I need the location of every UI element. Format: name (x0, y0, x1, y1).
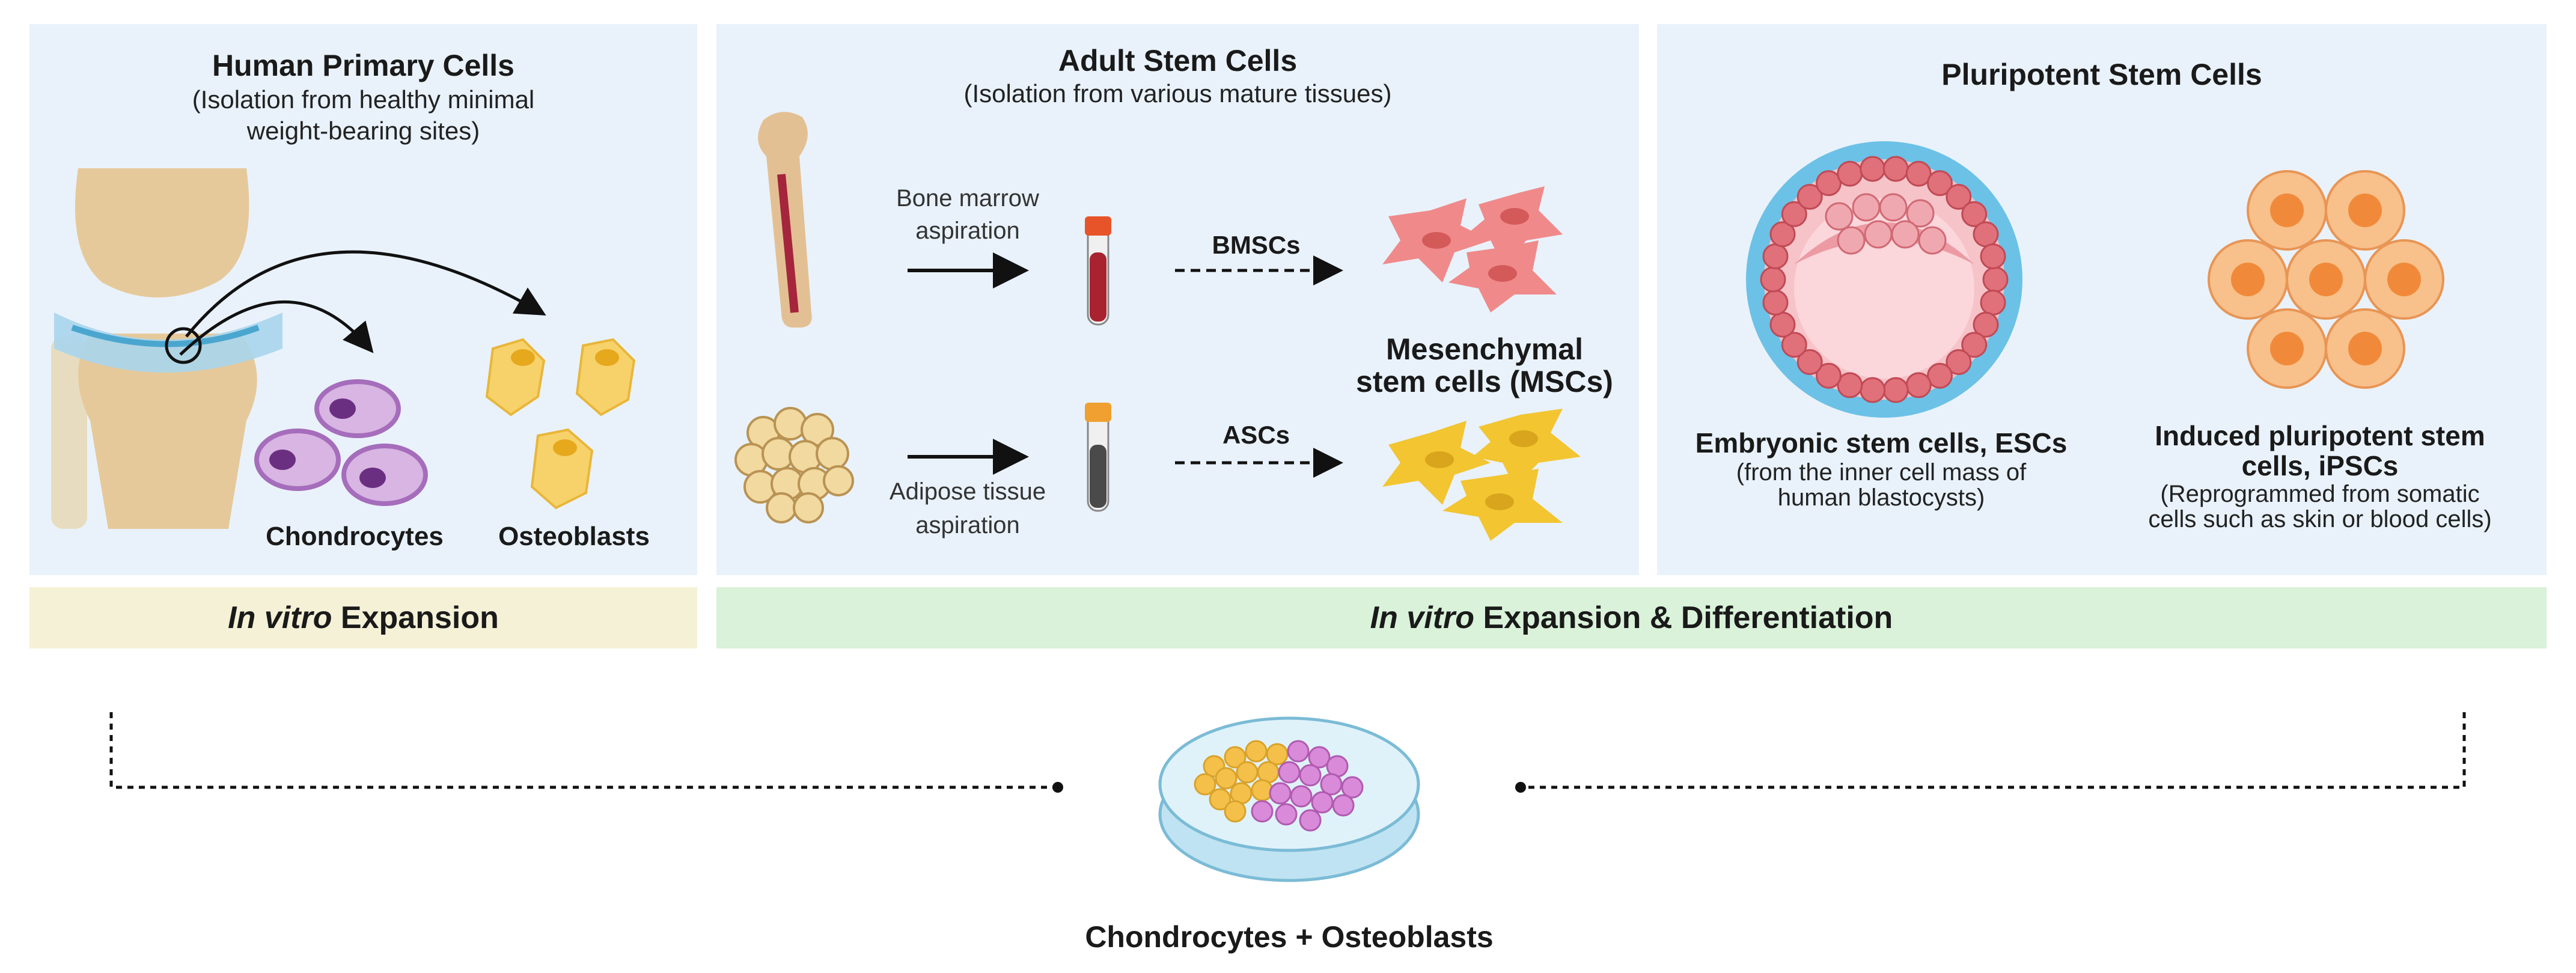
adipose-tube-icon (1085, 403, 1111, 512)
blastocyst-cell (1973, 221, 1999, 248)
adult-stem-cells-subtitle: (Isolation from various mature tissues) (963, 79, 1392, 108)
blastocyst-cell (1760, 266, 1786, 293)
blastocyst-cell (1961, 201, 1988, 227)
blastocyst-cell (1816, 170, 1842, 197)
blastocyst-cell (1796, 184, 1823, 210)
blastocyst-cell (1762, 290, 1789, 316)
arrow-to-osteoblasts (185, 250, 546, 338)
blastocyst-cell (1860, 156, 1886, 182)
asc-cells-icon (1382, 409, 1581, 541)
osteoblasts-icon (485, 338, 636, 510)
primary-cells-subtitle-line1: (Isolation from healthy minimal (192, 85, 535, 114)
adult-stem-cells-title: Adult Stem Cells (1058, 44, 1298, 78)
blastocyst-cell (1816, 362, 1842, 389)
blastocyst-cell (1982, 266, 2009, 293)
blastocyst-cell (1860, 377, 1886, 403)
blastocyst-cell (1837, 160, 1863, 187)
connector-dot-right (1515, 782, 1526, 793)
blastocyst-cell (1961, 332, 1988, 358)
ipsc-cluster-icon (2208, 170, 2444, 389)
adipose-tissue-icon (734, 407, 854, 523)
pluripotent-stem-cells-title: Pluripotent Stem Cells (1941, 58, 2262, 91)
band-left-text: Expansion (332, 600, 499, 635)
chondrocytes-label: Chondrocytes (266, 522, 444, 551)
blastocyst-cell (1973, 311, 1999, 338)
blastocyst-cell (1796, 349, 1823, 375)
band-right-italic: In vitro (1370, 600, 1475, 635)
blastocyst-cell (1927, 170, 1953, 197)
connector-dot-left (1052, 782, 1063, 793)
bone-icon (758, 112, 812, 328)
msc-label-line1: Mesenchymal (1386, 332, 1583, 366)
esc-subtitle-line1: (from the inner cell mass of (1736, 459, 2027, 486)
blastocyst-cell (1905, 372, 1932, 398)
band-right-text: Expansion & Differentiation (1474, 600, 1893, 635)
blastocyst-cell (1980, 290, 2006, 316)
esc-subtitle-line2: human blastocysts) (1777, 484, 1985, 511)
band-left-italic: In vitro (228, 600, 332, 635)
blastocyst-cell (1781, 332, 1807, 358)
msc-label-line2: stem cells (MSCs) (1356, 365, 1613, 398)
blastocyst-cell (1946, 184, 1972, 210)
adipose-label-line2: aspiration (915, 512, 1020, 538)
ascs-label: ASCs (1222, 421, 1290, 449)
blastocyst-cell (1980, 243, 2006, 269)
esc-title: Embryonic stem cells, ESCs (1695, 427, 2068, 459)
blastocyst-cell (1905, 160, 1932, 187)
primary-cells-title: Human Primary Cells (212, 49, 514, 82)
blastocyst-cell (1882, 156, 1909, 182)
bottom-connectors (109, 712, 2466, 789)
chondrocytes-icon (254, 379, 428, 506)
bone-marrow-label-line2: aspiration (915, 218, 1020, 244)
knee-joint-icon (51, 168, 282, 529)
adipose-label-line1: Adipose tissue (889, 478, 1046, 505)
blastocyst-cell (1927, 362, 1953, 389)
in-vitro-expansion-differentiation-band: In vitro Expansion & Differentiation (716, 587, 2547, 648)
bottom-result-label: Chondrocytes + Osteoblasts (1085, 920, 1494, 954)
blastocyst-cell (1769, 221, 1796, 248)
bmsc-cells-icon (1382, 186, 1563, 313)
blastocyst-icon (1746, 141, 2022, 418)
osteoblasts-label: Osteoblasts (498, 522, 650, 551)
blastocyst-cell (1946, 349, 1972, 375)
ipsc-subtitle-line2: cells such as skin or blood cells) (2148, 506, 2492, 532)
arrow-to-chondrocytes (179, 300, 374, 356)
bmscs-label: BMSCs (1212, 231, 1301, 259)
in-vitro-expansion-band: In vitro Expansion (29, 587, 697, 648)
ipsc-subtitle-line1: (Reprogrammed from somatic (2160, 481, 2480, 507)
bone-marrow-label-line1: Bone marrow (896, 185, 1039, 212)
blastocyst-cell (1769, 311, 1796, 338)
primary-cells-subtitle-line2: weight-bearing sites) (246, 117, 480, 145)
blastocyst-cell (1882, 377, 1909, 403)
petri-dish-icon (1158, 716, 1420, 882)
blastocyst-cell (1781, 201, 1807, 227)
blastocyst-cell (1837, 372, 1863, 398)
blood-tube-icon (1085, 216, 1111, 326)
ipsc-title-line2: cells, iPSCs (2241, 450, 2399, 481)
ipsc-title-line1: Induced pluripotent stem (2155, 420, 2485, 451)
blastocyst-cell (1762, 243, 1789, 269)
